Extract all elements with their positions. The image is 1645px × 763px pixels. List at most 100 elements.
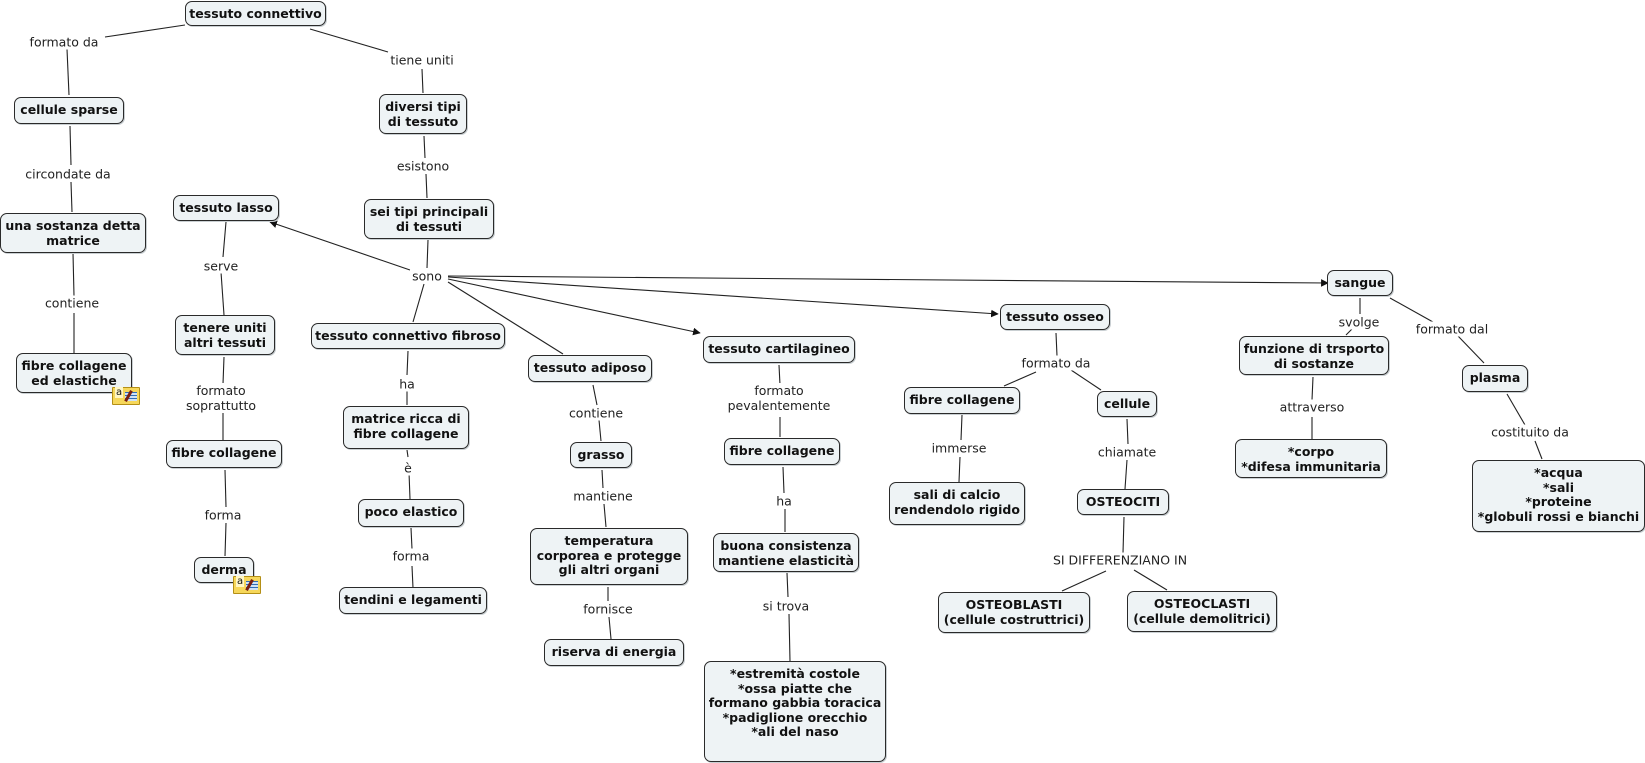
- edge-line: [608, 616, 612, 640]
- concept-node-fibre-collagene-cart[interactable]: fibre collagene: [724, 438, 840, 465]
- edge-line: [592, 384, 598, 406]
- concept-node-connettivo-fibroso[interactable]: tessuto connettivo fibroso: [311, 323, 505, 349]
- concept-node-osteoblasti[interactable]: OSTEOBLASTI (cellule costruttrici): [938, 592, 1090, 633]
- link-label: si trova: [760, 598, 812, 614]
- edge-line: [786, 572, 789, 598]
- concept-node-cartilagineo[interactable]: tessuto cartilagineo: [703, 336, 855, 363]
- edge-line: [423, 135, 426, 159]
- concept-node-buona-consistenza[interactable]: buona consistenza mantiene elasticità: [713, 533, 859, 572]
- link-label: tiene uniti: [388, 52, 456, 68]
- note-icon[interactable]: a: [112, 387, 140, 405]
- link-label: formato pevalentemente: [725, 383, 833, 413]
- edge-line: [72, 252, 75, 297]
- edge-line: [104, 24, 186, 38]
- edge-line: [1124, 459, 1128, 490]
- edge-line: [70, 181, 73, 213]
- concept-node-cellule[interactable]: cellule: [1097, 391, 1157, 417]
- edge-line: [269, 220, 411, 271]
- concept-node-tendini[interactable]: tendini e legamenti: [339, 587, 487, 614]
- edge-line: [778, 364, 781, 386]
- link-label: è: [402, 460, 414, 476]
- edge-line: [1061, 570, 1107, 592]
- concept-node-tessuto-osseo[interactable]: tessuto osseo: [1000, 304, 1110, 330]
- concept-node-acqua-sali[interactable]: *acqua *sali *proteine *globuli rossi e …: [1472, 460, 1645, 532]
- concept-node-osteoclasti[interactable]: OSTEOCLASTI (cellule demolitrici): [1127, 591, 1277, 632]
- edge-line: [447, 276, 999, 318]
- concept-node-estremita[interactable]: *estremità costole *ossa piatte che form…: [704, 661, 886, 762]
- edge-line: [309, 28, 389, 53]
- concept-node-sei-tipi[interactable]: sei tipi principali di tessuti: [364, 199, 494, 239]
- concept-node-diversi-tipi[interactable]: diversi tipi di tessuto: [379, 94, 467, 134]
- concept-node-tenere-uniti[interactable]: tenere uniti altri tessuti: [175, 315, 275, 355]
- link-label: contiene: [42, 295, 102, 311]
- edge-line: [788, 613, 791, 662]
- edge-line: [426, 239, 429, 269]
- edge-line: [66, 48, 70, 96]
- link-label: ha: [774, 493, 794, 509]
- edge-line: [958, 456, 961, 483]
- edge-line: [222, 356, 225, 385]
- edge-line: [425, 173, 428, 199]
- edge-line: [1003, 371, 1037, 387]
- concept-node-temperatura[interactable]: temperatura corporea e protegge gli altr…: [530, 528, 688, 585]
- concept-node-tessuto-connettivo[interactable]: tessuto connettivo: [185, 1, 326, 26]
- link-label: serve: [201, 258, 241, 274]
- link-label: svolge: [1336, 314, 1382, 330]
- concept-node-fibre-collagene-osseo[interactable]: fibre collagene: [904, 387, 1020, 414]
- link-label: formato da: [1019, 355, 1093, 371]
- edge-line: [1133, 569, 1168, 591]
- concept-node-grasso[interactable]: grasso: [570, 442, 632, 468]
- edge-line: [406, 350, 409, 376]
- concept-node-fibre-collagene-elastiche[interactable]: fibre collagene ed elastiche: [16, 353, 132, 393]
- link-label: costituito da: [1489, 424, 1571, 440]
- link-label: forma: [202, 507, 244, 523]
- edge-line: [406, 449, 409, 458]
- concept-node-sali-calcio[interactable]: sali di calcio rendendolo rigido: [889, 482, 1025, 525]
- edge-line: [782, 466, 785, 494]
- concept-node-sangue[interactable]: sangue: [1327, 270, 1393, 296]
- edge-line: [1389, 297, 1434, 323]
- link-label: SI DIFFERENZIANO IN: [1050, 552, 1190, 568]
- concept-node-corpo-difesa[interactable]: *corpo *difesa immunitaria: [1235, 439, 1387, 478]
- link-label: contiene: [566, 405, 626, 421]
- edge-line: [960, 414, 963, 441]
- concept-node-riserva-energia[interactable]: riserva di energia: [544, 639, 684, 666]
- note-icon[interactable]: a: [233, 576, 261, 594]
- edge-line: [1506, 393, 1526, 426]
- edge-line: [1345, 328, 1353, 336]
- edge-line: [1457, 335, 1485, 364]
- link-label: mantiene: [571, 488, 635, 504]
- edge-line: [1055, 332, 1058, 357]
- edge-line: [411, 565, 414, 589]
- edge-line: [1126, 418, 1129, 445]
- link-label: fornisce: [581, 601, 635, 617]
- edge-line: [447, 278, 701, 336]
- edge-line: [1534, 440, 1543, 460]
- concept-node-sostanza-matrice[interactable]: una sostanza detta matrice: [0, 213, 146, 253]
- concept-node-plasma[interactable]: plasma: [1462, 365, 1528, 392]
- concept-node-tessuto-adiposo[interactable]: tessuto adiposo: [528, 355, 652, 382]
- edge-line: [447, 281, 564, 355]
- concept-node-matrice-ricca[interactable]: matrice ricca di fibre collagene: [343, 406, 469, 449]
- concept-node-cellule-sparse[interactable]: cellule sparse: [14, 97, 124, 124]
- edge-line: [447, 275, 1329, 287]
- link-label: immerse: [929, 440, 989, 456]
- edge-line: [410, 527, 413, 550]
- edge-line: [412, 283, 425, 323]
- concept-node-fibre-collagene-lasso[interactable]: fibre collagene: [166, 440, 282, 468]
- concept-node-funzione-trasporto[interactable]: funzione di trsporto di sostanze: [1239, 336, 1389, 375]
- concept-node-tessuto-lasso[interactable]: tessuto lasso: [173, 195, 279, 221]
- concept-node-poco-elastico[interactable]: poco elastico: [358, 499, 464, 527]
- edge-line: [69, 125, 72, 166]
- edge-line: [598, 419, 602, 442]
- edge-line: [1122, 516, 1125, 554]
- edge-line: [224, 469, 227, 508]
- link-label: formato da: [27, 34, 101, 50]
- edge-line: [222, 221, 227, 258]
- link-label: esistono: [394, 158, 452, 174]
- link-label: formato dal: [1413, 321, 1491, 337]
- concept-node-osteociti[interactable]: OSTEOCITI: [1077, 489, 1169, 515]
- link-label: forma: [390, 548, 432, 564]
- link-label: sono: [410, 268, 444, 284]
